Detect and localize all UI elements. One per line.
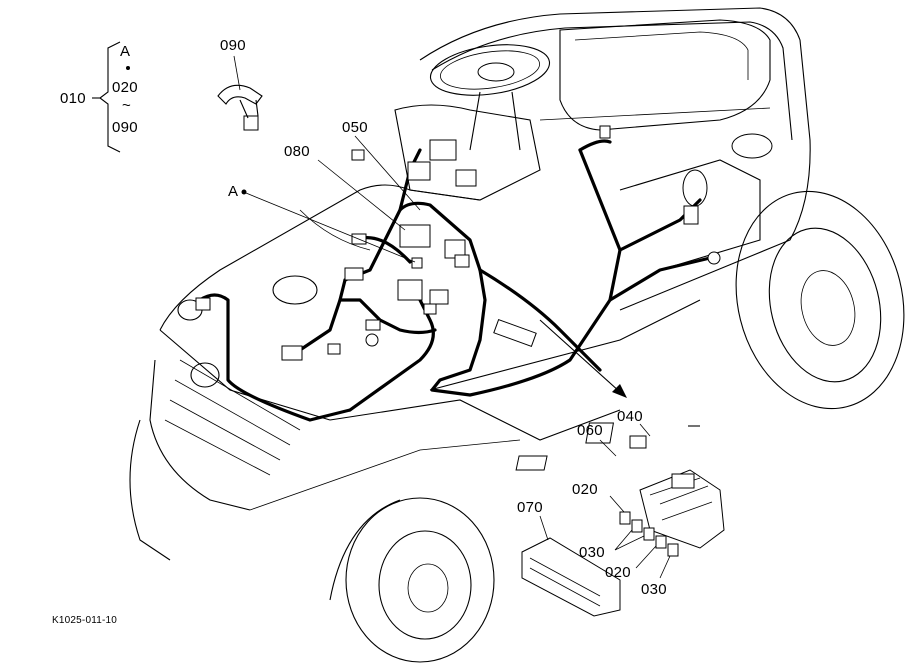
group-ref-letter: A	[120, 43, 131, 60]
group-parent-number: 010	[60, 90, 86, 107]
tractor-body	[129, 7, 811, 561]
callout-marker-a: A	[228, 183, 239, 200]
part-090-clamp	[217, 84, 263, 131]
front-wheel	[329, 497, 495, 663]
callout-090: 090	[220, 37, 246, 54]
group-range-end: 090	[112, 119, 138, 136]
diagram-id: K1025-011-10	[52, 615, 118, 626]
callout-070: 070	[517, 499, 543, 516]
group-range-tilde: ~	[122, 97, 132, 114]
callout-030-left: 030	[579, 544, 605, 561]
callout-030-right: 030	[641, 581, 667, 598]
callout-040: 040	[617, 408, 643, 425]
rear-wheel	[735, 190, 905, 410]
callout-080: 080	[284, 143, 310, 160]
fuse-box-assembly	[515, 422, 725, 617]
callout-020-bottom: 020	[605, 564, 631, 581]
wiring-harness	[198, 139, 712, 422]
callout-060: 060	[577, 422, 603, 439]
callout-050: 050	[342, 119, 368, 136]
callout-020-top: 020	[572, 481, 598, 498]
group-range-start: 020	[112, 79, 138, 96]
leader-lines	[92, 41, 671, 579]
harness-connectors	[195, 125, 721, 361]
